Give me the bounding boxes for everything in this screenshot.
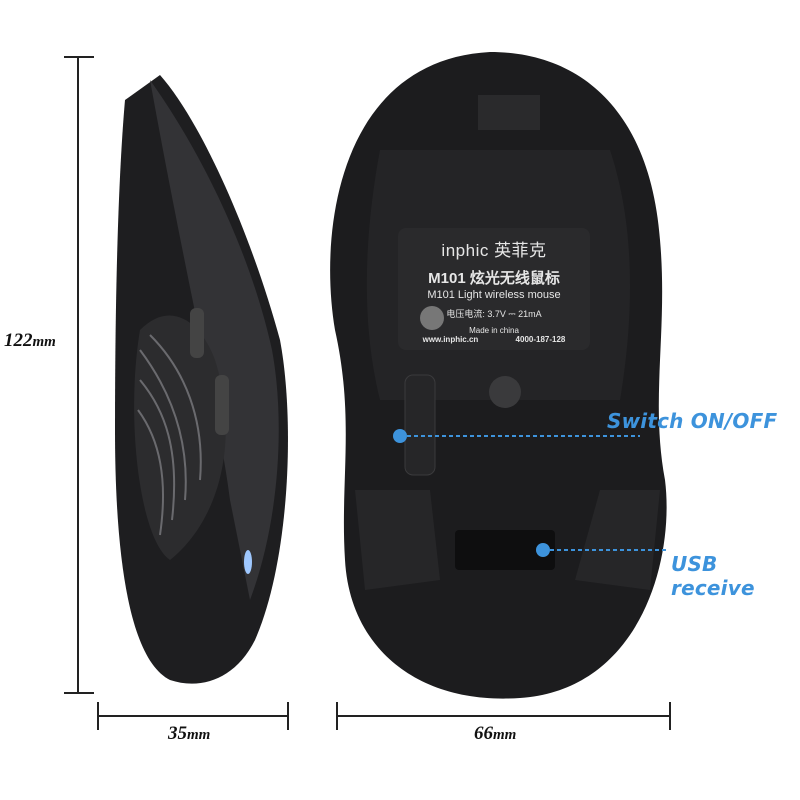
spec-text: 电压电流: 3.7V ⎓ 21mA (446, 309, 542, 319)
product-label: inphic 英菲克 M101 炫光无线鼠标 M101 Light wirele… (398, 228, 590, 350)
length-dimension: 122mm (4, 330, 56, 351)
callout-lines (393, 429, 668, 557)
switch-callout: Switch ON/OFF (607, 409, 778, 433)
bottom-width-dimension: 66mm (474, 723, 517, 744)
made-in-text: Made in china (469, 326, 519, 335)
brand-text: inphic 英菲克 (441, 241, 547, 260)
mouse-bottom-view (330, 52, 667, 699)
model-cn: M101 炫光无线鼠标 (428, 270, 560, 287)
phone-text: 4000-187-128 (515, 335, 566, 344)
mouse-side-view (115, 75, 288, 684)
model-en: M101 Light wireless mouse (427, 289, 561, 301)
usb-callout: USB receive (671, 552, 755, 600)
website-text: www.inphic.cn (422, 335, 479, 344)
side-width-dimension: 35mm (168, 723, 211, 744)
dimension-lines (64, 56, 671, 730)
